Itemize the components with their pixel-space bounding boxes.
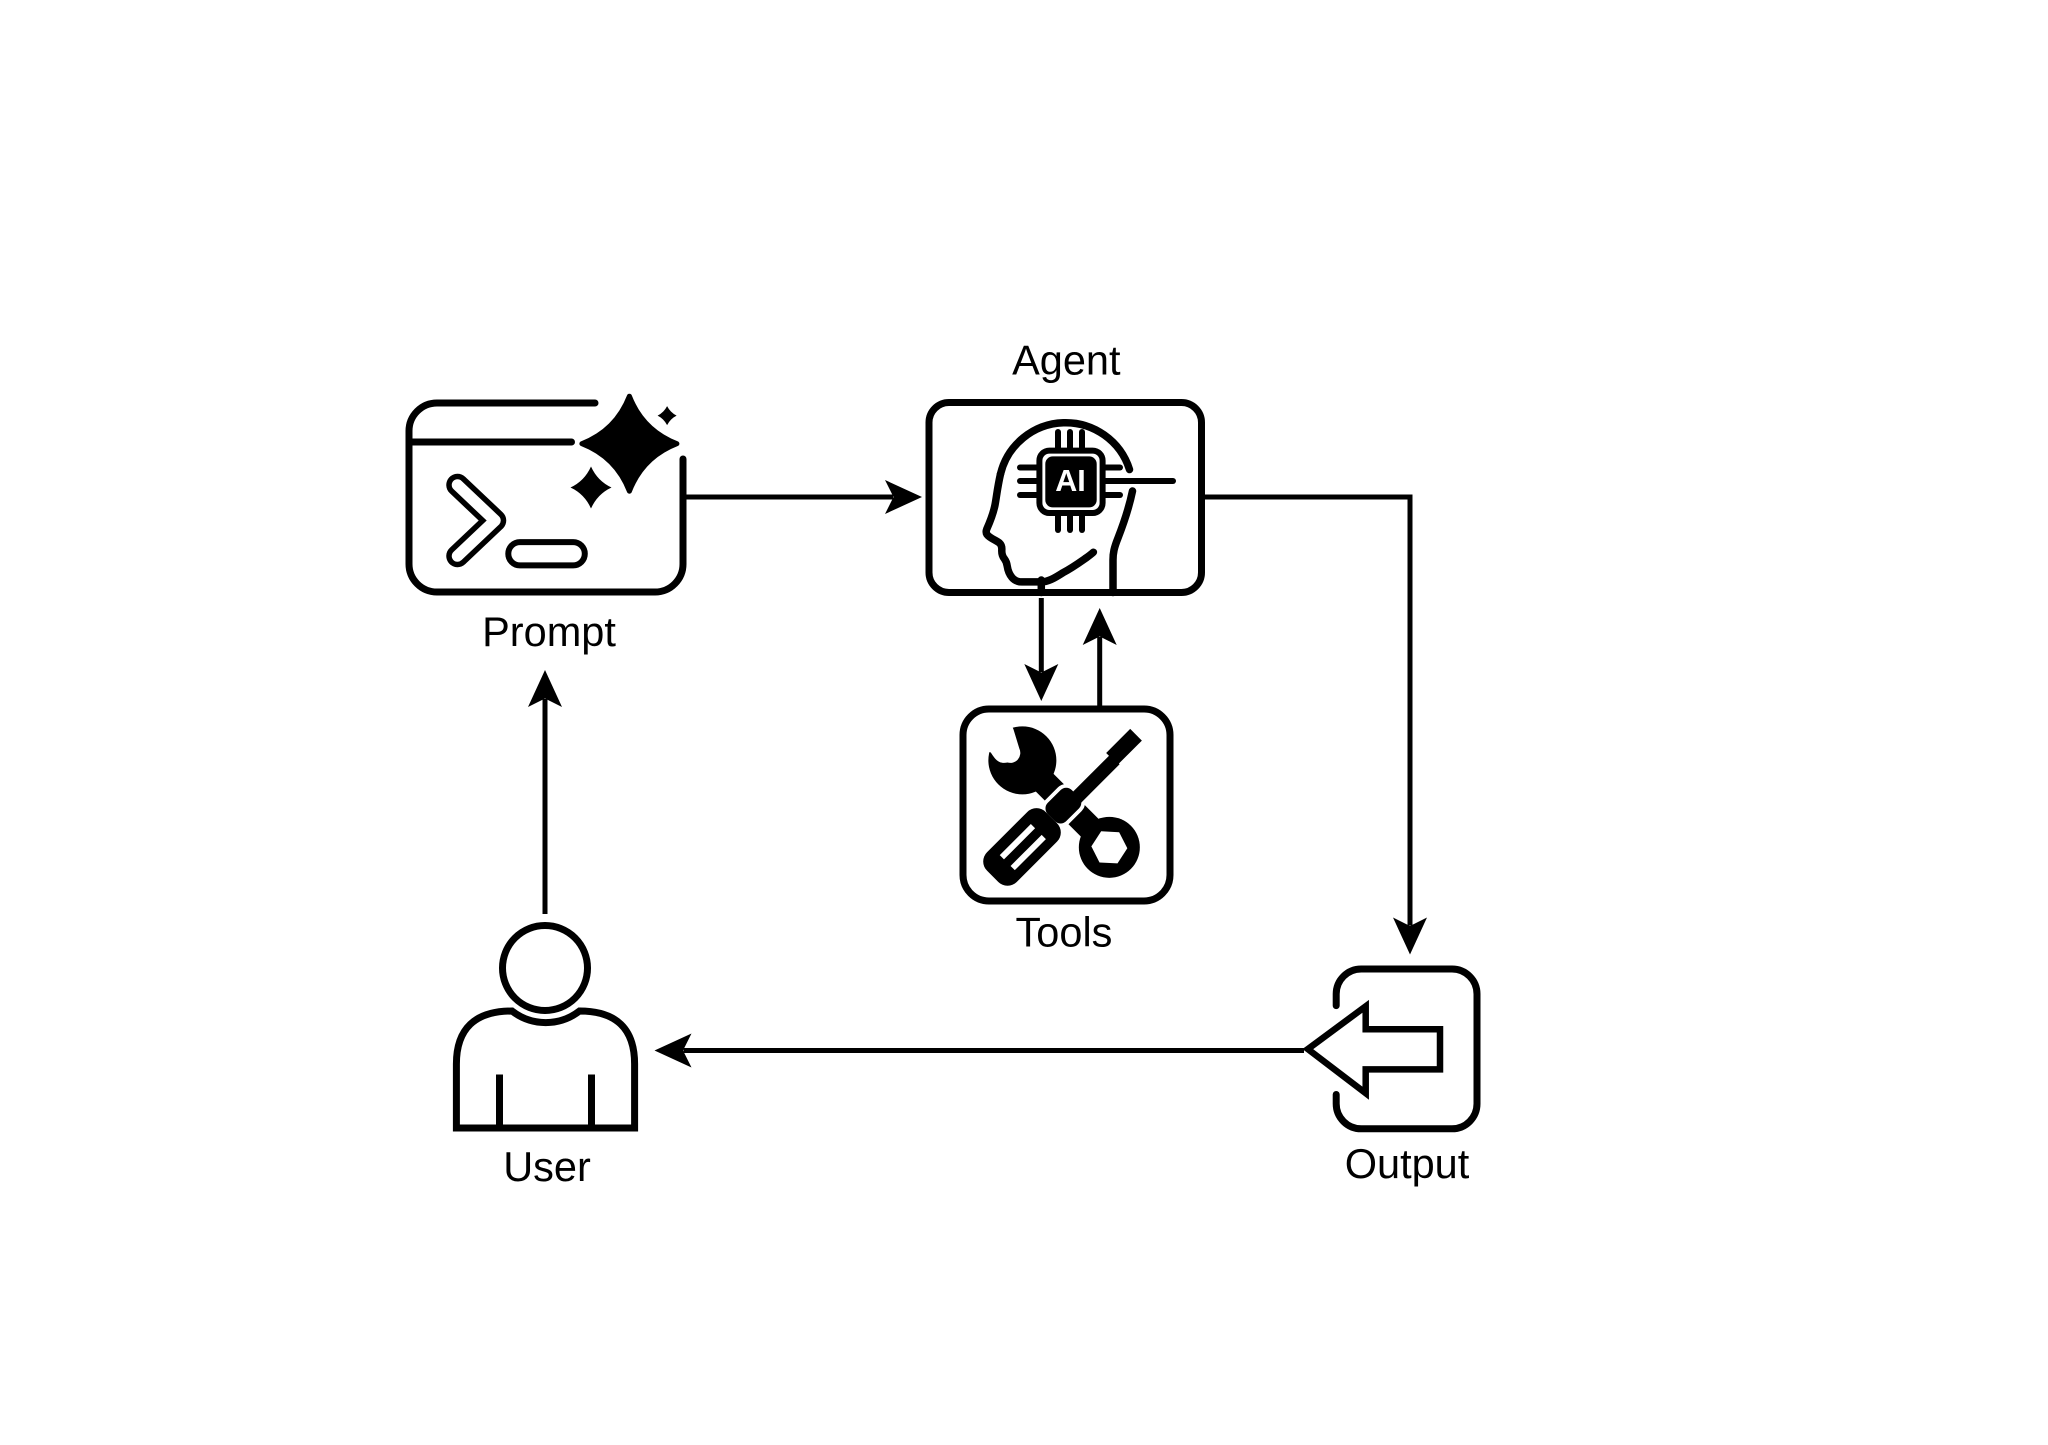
svg-text:Output: Output	[1345, 1140, 1470, 1187]
svg-text:Agent: Agent	[1012, 337, 1121, 384]
svg-text:User: User	[503, 1143, 591, 1190]
svg-text:Prompt: Prompt	[482, 608, 616, 655]
svg-text:Tools: Tools	[1016, 909, 1113, 956]
svg-text:AI: AI	[1055, 464, 1086, 498]
